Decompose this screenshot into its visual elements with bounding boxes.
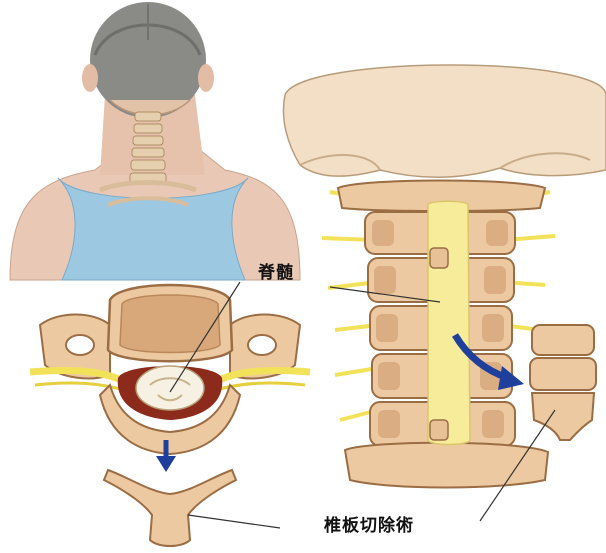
spinal-cord-label: 脊髄 <box>258 258 294 283</box>
exposed-spinal-cord <box>428 201 470 444</box>
laminectomy-label: 椎板切除術 <box>324 511 414 536</box>
removed-lamina <box>104 470 236 546</box>
vertebra-cross-section <box>30 285 310 546</box>
leader-laminectomy-left <box>188 515 280 528</box>
removed-laminae-stack <box>530 325 596 440</box>
spinal-cord-cross-section <box>136 366 204 410</box>
back-view-figure <box>10 2 300 280</box>
cervical-spine-posterior <box>283 65 606 488</box>
